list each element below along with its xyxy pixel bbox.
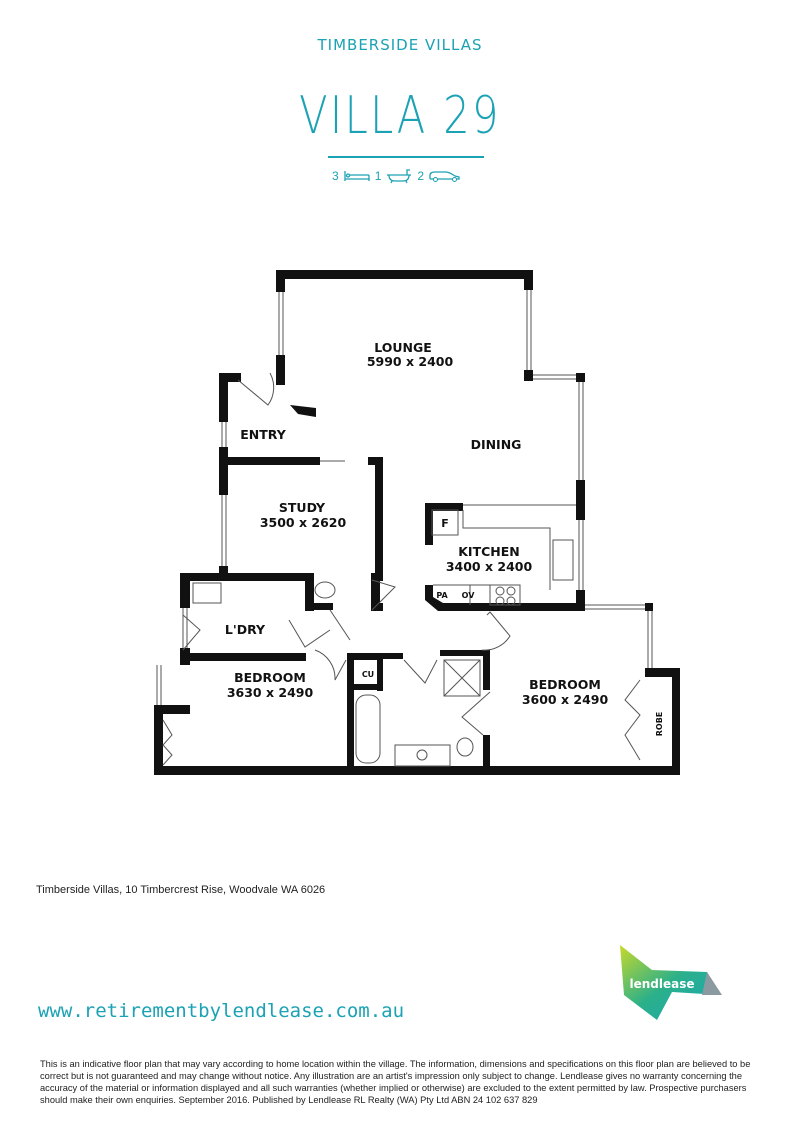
bedroom-left-size: 3630 x 2490 xyxy=(227,685,314,700)
oven-label: OV xyxy=(462,591,476,600)
villa-title: VILLA 29 xyxy=(299,86,501,146)
bedroom-count: 3 xyxy=(332,169,339,183)
bath-icon xyxy=(387,169,412,184)
bedroom-right-size: 3600 x 2490 xyxy=(522,692,609,707)
study-label: STUDY xyxy=(279,500,326,515)
study-size: 3500 x 2620 xyxy=(260,515,347,530)
features-row: 3 1 2 xyxy=(332,167,462,185)
lounge-label: LOUNGE xyxy=(374,340,432,355)
fridge-label: F xyxy=(441,517,449,530)
lounge-size: 5990 x 2400 xyxy=(367,354,454,369)
entry-label: ENTRY xyxy=(240,427,286,442)
bathroom-count: 1 xyxy=(374,169,382,183)
robe-label: ROBE xyxy=(655,712,664,737)
dining-label: DINING xyxy=(471,437,522,452)
floor-plan: LOUNGE 5990 x 2400 ENTRY DINING STUDY 35… xyxy=(154,270,680,775)
pantry-label: PA xyxy=(436,591,448,600)
bedroom-right-label: BEDROOM xyxy=(529,677,601,692)
bedroom-left-label: BEDROOM xyxy=(234,670,306,685)
disclaimer: This is an indicative floor plan that ma… xyxy=(40,1059,751,1105)
bed-icon xyxy=(344,171,370,181)
estate-name: TIMBERSIDE VILLAS xyxy=(317,36,483,54)
logo-text: lendlease xyxy=(629,977,694,991)
car-icon xyxy=(429,171,460,182)
lendlease-logo: lendlease xyxy=(620,945,722,1020)
windows-and-fixtures xyxy=(156,290,653,767)
kitchen-size: 3400 x 2400 xyxy=(446,559,533,574)
cu-label: CU xyxy=(362,670,374,679)
kitchen-label: KITCHEN xyxy=(458,544,520,559)
website-link[interactable]: www.retirementbylendlease.com.au xyxy=(38,1000,405,1022)
title-divider xyxy=(328,156,484,158)
car-count: 2 xyxy=(417,169,425,183)
address: Timberside Villas, 10 Timbercrest Rise, … xyxy=(36,884,326,896)
laundry-label: L'DRY xyxy=(225,622,266,637)
walls xyxy=(154,270,680,775)
